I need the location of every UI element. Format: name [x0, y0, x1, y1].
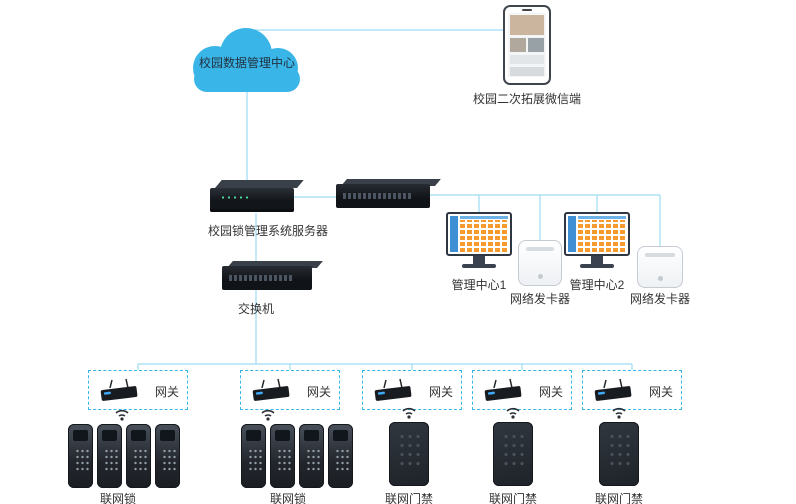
gateway-label: 网关 [307, 385, 332, 399]
access-panel-3-label: 联网门禁 [594, 492, 644, 504]
gateway-icon [252, 378, 290, 401]
gateway-icon [100, 378, 138, 401]
gateway-box-5: 网关 [582, 370, 682, 410]
wifi-icon [506, 407, 520, 419]
wifi-icon [612, 407, 626, 419]
wifi-icon [115, 409, 129, 421]
card-issuer-2-label: 网络发卡器 [629, 292, 691, 306]
gateway-label: 网关 [155, 385, 180, 399]
monitor-content [578, 220, 626, 252]
lock-group-2 [241, 424, 356, 488]
management-center-2-monitor [564, 212, 630, 270]
monitor-stand [591, 256, 603, 265]
management-center-2-label: 管理中心2 [569, 278, 625, 292]
card-issuer-1 [518, 240, 562, 286]
management-center-1-label: 管理中心1 [451, 278, 507, 292]
gateway-box-1: 网关 [88, 370, 188, 410]
gateway-icon [484, 378, 522, 401]
monitor-content [460, 220, 508, 252]
door-lock [155, 424, 180, 488]
door-lock [328, 424, 353, 488]
wifi-icon [261, 409, 275, 421]
gateway-label: 网关 [649, 385, 674, 399]
door-lock [97, 424, 122, 488]
card-issuer-1-label: 网络发卡器 [509, 292, 571, 306]
cloud-icon [193, 28, 300, 92]
access-panel-2-label: 联网门禁 [488, 492, 538, 504]
phone-screen [508, 13, 546, 77]
server-label: 校园锁管理系统服务器 [207, 224, 329, 238]
management-center-1-monitor [446, 212, 512, 270]
door-lock [126, 424, 151, 488]
monitor-stand [473, 256, 485, 265]
cloud-data-center-label: 校园数据管理中心 [198, 56, 296, 70]
lock-system-server [210, 186, 294, 212]
door-lock [241, 424, 266, 488]
door-lock [299, 424, 324, 488]
monitor-frame [446, 212, 512, 256]
network-switch-top [336, 184, 430, 208]
switch-label: 交换机 [237, 302, 275, 316]
server-led-lights [220, 196, 250, 199]
access-control-panel-2 [493, 422, 533, 486]
door-lock [270, 424, 295, 488]
access-control-panel-3 [599, 422, 639, 486]
gateway-label: 网关 [429, 385, 454, 399]
access-control-panel-1 [389, 422, 429, 486]
gateway-icon [594, 378, 632, 401]
card-issuer-2 [637, 246, 683, 288]
network-switch-main [222, 266, 312, 290]
lock-group-2-label: 联网锁 [269, 492, 307, 504]
gateway-box-4: 网关 [472, 370, 572, 410]
monitor-base [462, 264, 496, 268]
gateway-box-2: 网关 [240, 370, 340, 410]
gateway-icon [374, 378, 412, 401]
monitor-base [580, 264, 614, 268]
switch-ports [343, 193, 412, 199]
door-lock [68, 424, 93, 488]
monitor-frame [564, 212, 630, 256]
wechat-phone [503, 5, 551, 85]
access-panel-1-label: 联网门禁 [384, 492, 434, 504]
gateway-label: 网关 [539, 385, 564, 399]
wifi-icon [402, 407, 416, 419]
lock-group-1-label: 联网锁 [99, 492, 137, 504]
lock-group-1 [68, 424, 183, 488]
phone-label: 校园二次拓展微信端 [472, 92, 582, 106]
switch-ports [229, 275, 294, 281]
